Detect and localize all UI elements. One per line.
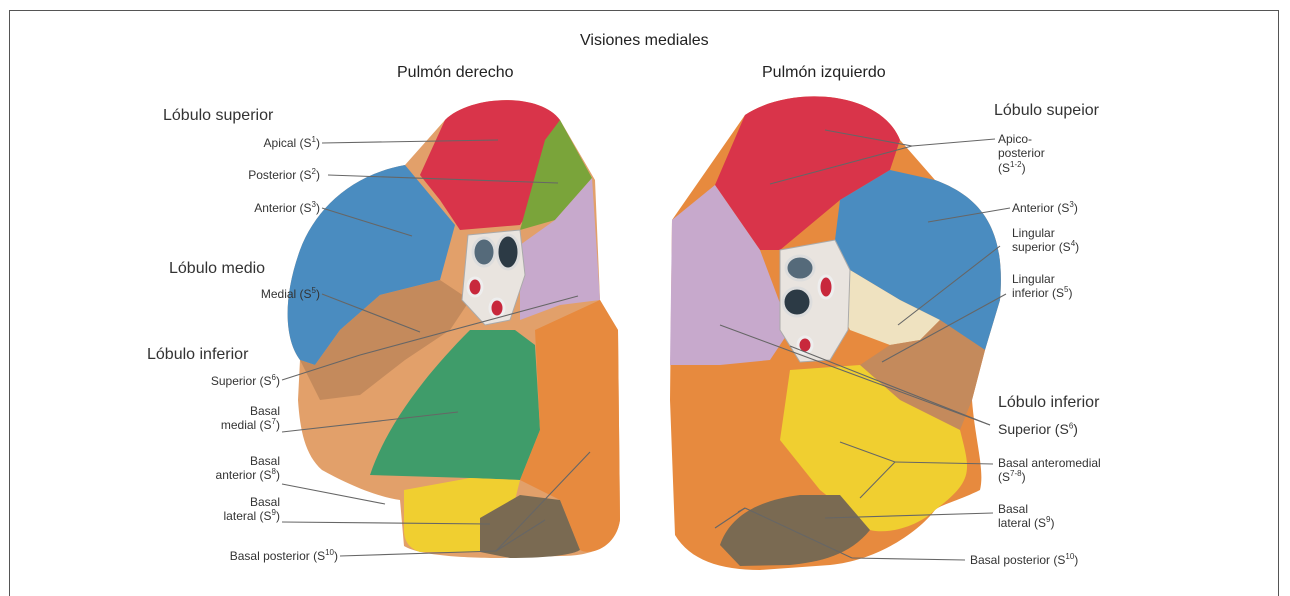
left-lobe-superior: Lóbulo supeior: [994, 102, 1099, 120]
right-seg-s1: Apical (S1): [264, 136, 320, 150]
right-bronchus-1: [473, 238, 495, 266]
right-seg-s6: Superior (S6): [211, 374, 280, 388]
right-lung-heading: Pulmón derecho: [397, 64, 514, 82]
right-seg-s10: Basal posterior (S10): [230, 549, 338, 563]
left-bronchus-2: [783, 288, 811, 316]
leader-left-s12c: [912, 139, 995, 146]
left-seg-s10: Basal posterior (S10): [970, 553, 1078, 567]
left-bronchus-1: [786, 256, 814, 280]
left-seg-s6: Superior (S6): [998, 421, 1078, 438]
figure-title: Visiones mediales: [580, 32, 709, 50]
right-vessel-2: [490, 299, 504, 317]
right-lobe-inferior: Lóbulo inferior: [147, 346, 248, 364]
right-vessel-1: [468, 278, 482, 296]
right-seg-s3: Anterior (S3): [254, 201, 320, 215]
right-lobe-superior: Lóbulo superior: [163, 107, 273, 125]
left-lung-heading: Pulmón izquierdo: [762, 64, 886, 82]
right-seg-s5: Medial (S5): [261, 287, 320, 301]
right-lobe-middle: Lóbulo medio: [169, 260, 265, 278]
left-lobe-inferior: Lóbulo inferior: [998, 394, 1099, 412]
left-seg-s78: Basal anteromedial(S7-8): [998, 456, 1101, 485]
right-bronchus-2: [497, 235, 519, 269]
right-seg-s2: Posterior (S2): [248, 168, 320, 182]
left-seg-s3: Anterior (S3): [1012, 201, 1078, 215]
left-seg-s12: Apico-posterior(S1-2): [998, 132, 1045, 175]
left-lung: [670, 96, 1001, 570]
left-vessel-2: [798, 337, 812, 353]
leader-left-s10d: [852, 558, 965, 560]
left-vessel-1: [819, 276, 833, 298]
